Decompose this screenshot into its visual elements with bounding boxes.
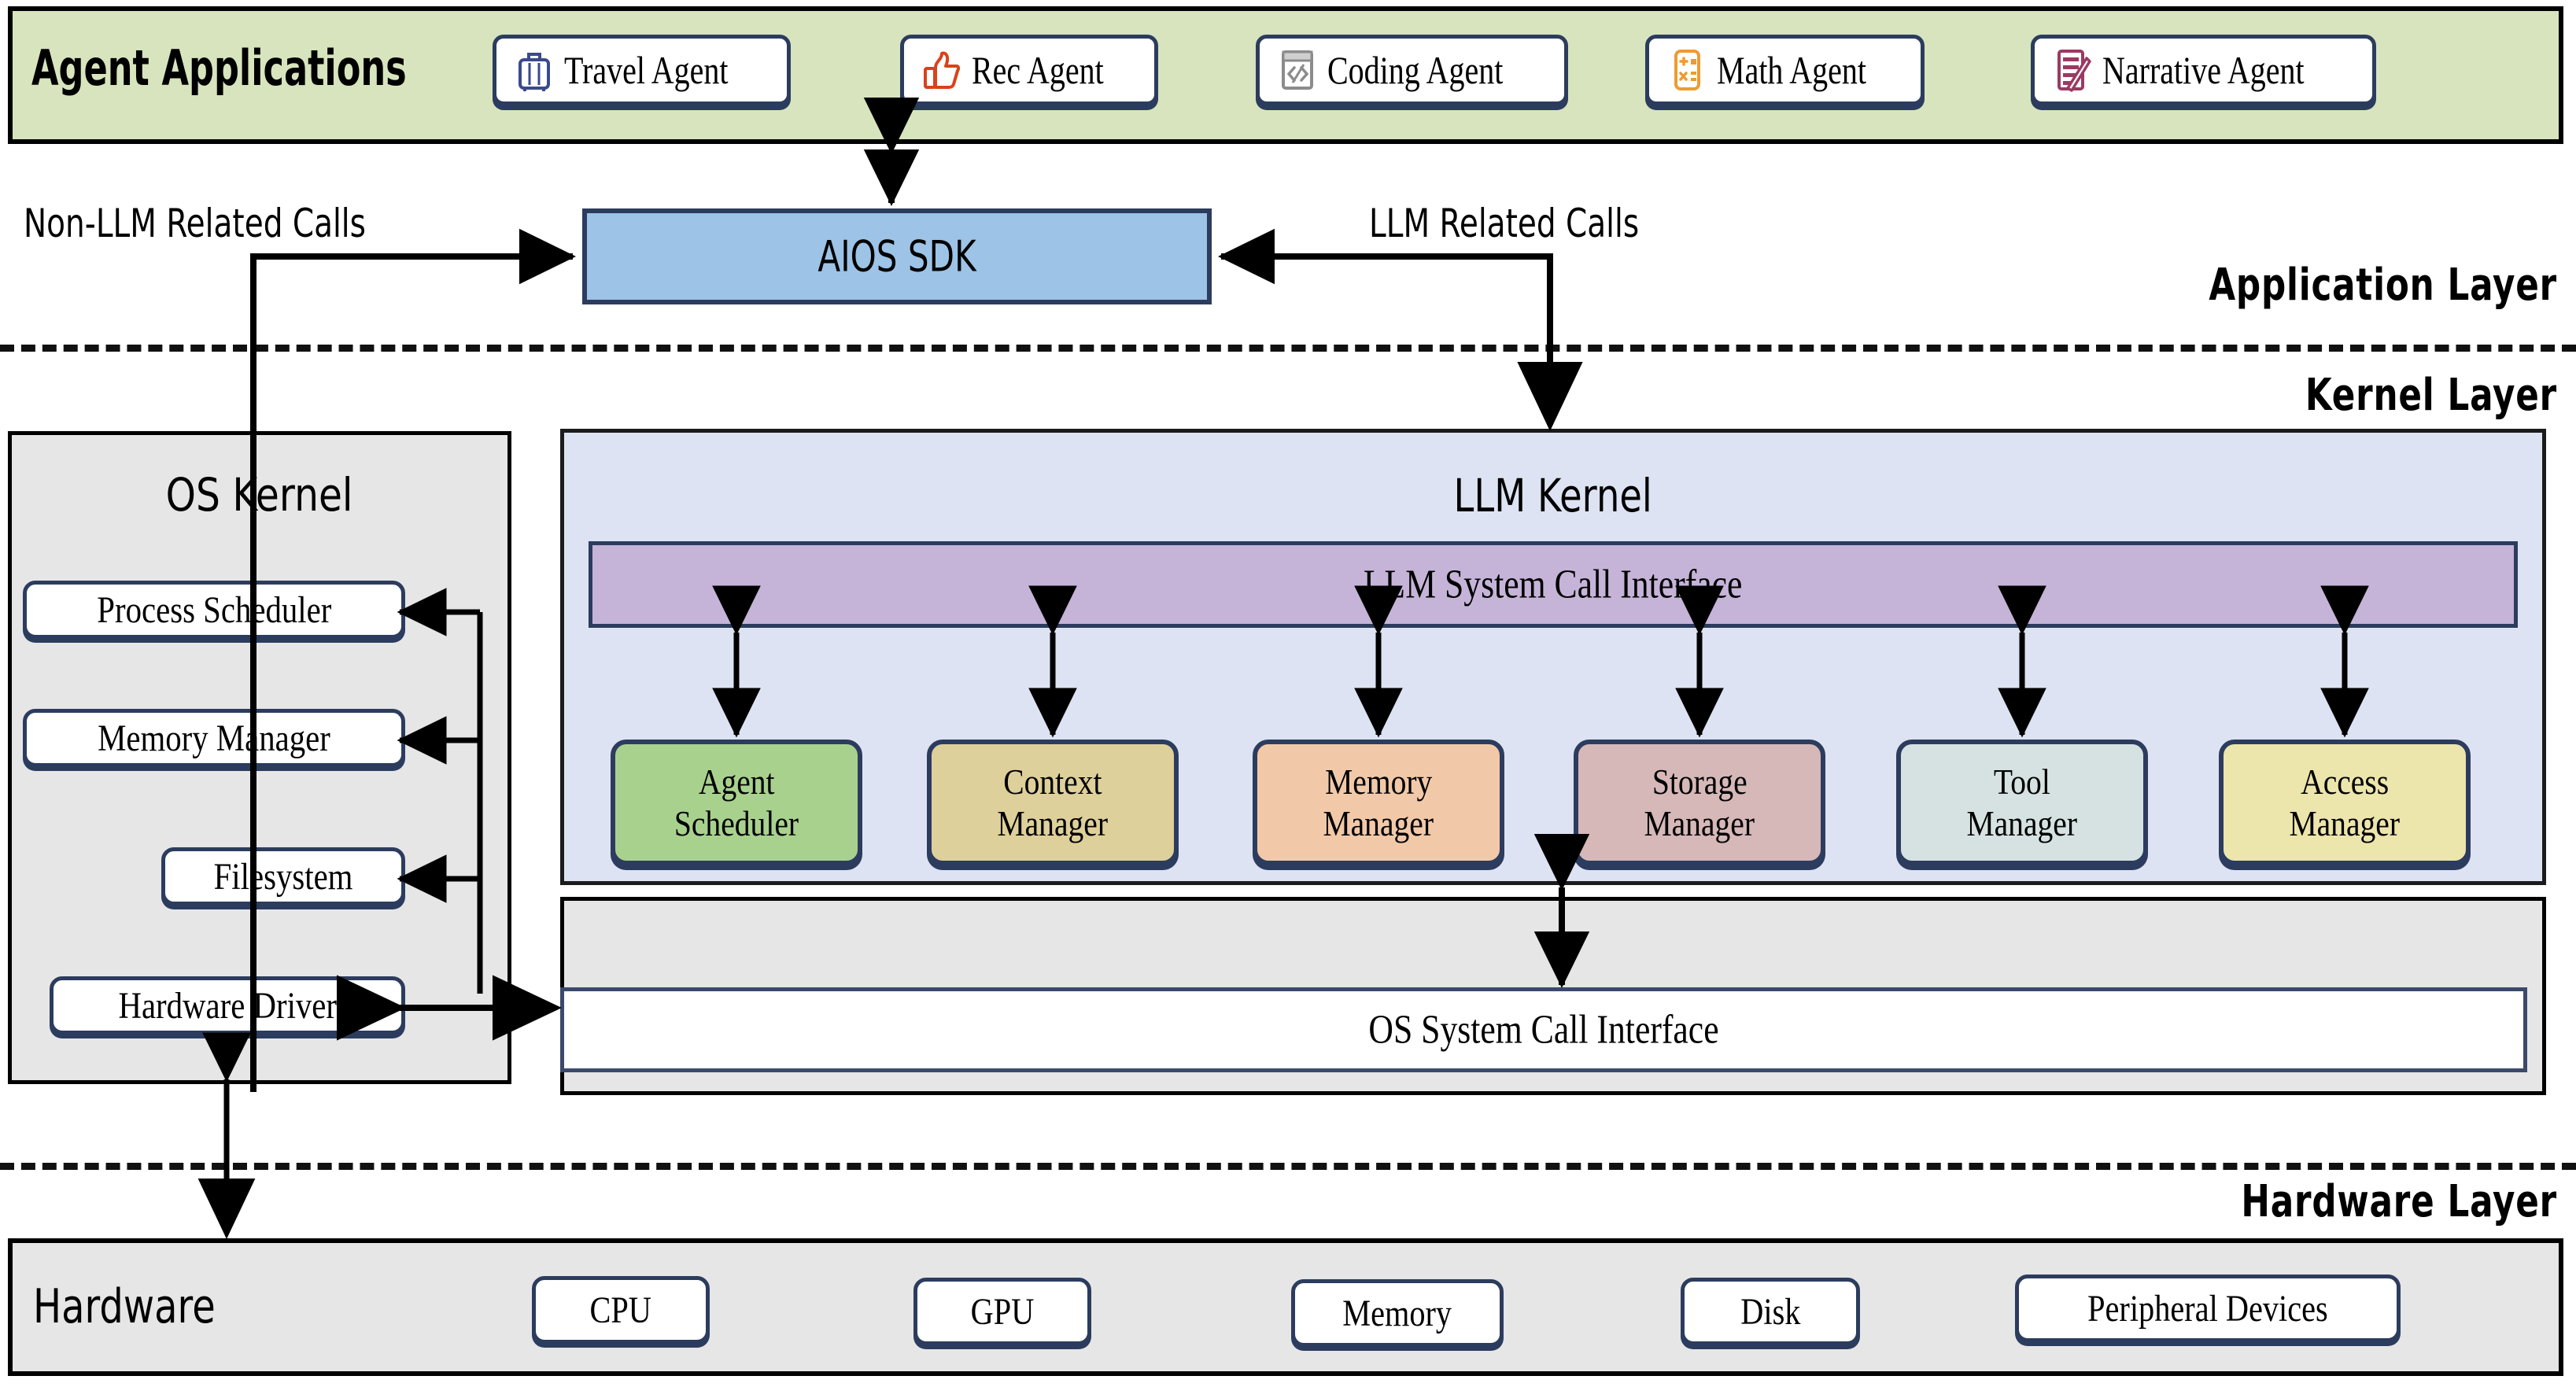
manager-agent-scheduler[interactable]: Agent Scheduler [611,740,862,865]
manager-tool-manager[interactable]: Tool Manager [1896,740,2148,865]
agent-applications-band: Agent Applications Travel Agent [8,6,2563,144]
code-window-icon [1277,47,1318,93]
hardware-layer-label: Hardware Layer [2241,1176,2557,1227]
hardware-band-title: Hardware [33,1279,216,1334]
os-component-hardware-driver[interactable]: Hardware Driver [50,976,405,1035]
aios-sdk-label: AIOS SDK [817,231,976,282]
kernel-layer-label: Kernel Layer [2305,370,2557,421]
hardware-device-disk[interactable]: Disk [1681,1278,1860,1345]
llm-kernel-title: LLM Kernel [1453,469,1653,522]
agent-label: Math Agent [1717,48,1866,92]
llm-system-call-interface-bar[interactable]: LLM System Call Interface [589,541,2518,628]
manager-access-manager[interactable]: Access Manager [2219,740,2471,865]
application-layer-label: Application Layer [2209,260,2557,311]
hardware-device-label: GPU [970,1290,1035,1333]
manager-storage-manager[interactable]: Storage Manager [1574,740,1825,865]
agent-label: Narrative Agent [2102,48,2305,92]
os-component-filesystem[interactable]: Filesystem [161,847,405,906]
os-kernel-title: OS Kernel [166,468,353,522]
os-component-label: Hardware Driver [118,984,337,1027]
manager-label-line2: Manager [1966,803,2078,843]
hardware-device-memory[interactable]: Memory [1291,1279,1504,1347]
agent-card-coding-agent[interactable]: Coding Agent [1256,35,1569,105]
os-component-label: Memory Manager [98,717,330,759]
manager-label-line1: Memory [1324,761,1433,802]
agent-label: Coding Agent [1327,48,1504,92]
non-llm-related-calls-label: Non-LLM Related Calls [24,201,366,246]
hardware-device-label: CPU [589,1289,652,1331]
hardware-device-peripheral-devices[interactable]: Peripheral Devices [2015,1274,2401,1342]
manager-label-line2: Manager [997,803,1109,843]
manager-memory-manager[interactable]: Memory Manager [1253,740,1504,865]
manager-label-line1: Agent [698,761,775,802]
hardware-device-label: Disk [1740,1290,1801,1333]
agent-label: Rec Agent [972,48,1104,92]
notepad-pen-icon [2052,47,2093,93]
agent-card-rec-agent[interactable]: Rec Agent [900,35,1158,105]
agent-card-math-agent[interactable]: Math Agent [1645,35,1925,105]
application-kernel-divider [0,345,2576,352]
agent-label: Travel Agent [564,48,729,92]
thumbs-up-icon [921,47,962,93]
hardware-device-cpu[interactable]: CPU [532,1276,710,1344]
hardware-band: Hardware CPU GPU Memory Disk Peripheral … [8,1238,2563,1376]
manager-label-line1: Access [2300,761,2390,802]
os-component-label: Filesystem [213,855,353,898]
manager-label-line2: Scheduler [674,803,799,843]
calculator-icon [1666,47,1707,93]
hardware-device-label: Memory [1342,1292,1452,1334]
agent-applications-title: Agent Applications [31,39,407,97]
manager-label-line1: Context [1003,761,1102,802]
hardware-device-label: Peripheral Devices [2087,1287,2328,1330]
os-system-call-interface-label: OS System Call Interface [1368,1007,1719,1053]
os-kernel-panel: OS Kernel Process Scheduler Memory Manag… [8,431,511,1084]
llm-related-calls-label: LLM Related Calls [1369,201,1640,246]
agent-card-travel-agent[interactable]: Travel Agent [493,35,791,105]
manager-context-manager[interactable]: Context Manager [927,740,1179,865]
manager-label-line1: Storage [1652,761,1747,802]
manager-label-line2: Manager [1323,803,1434,843]
os-component-label: Process Scheduler [96,588,331,631]
manager-label-line2: Manager [2289,803,2401,843]
os-component-process-scheduler[interactable]: Process Scheduler [23,581,405,639]
os-system-call-interface-box[interactable]: OS System Call Interface [560,987,2527,1072]
os-component-memory-manager[interactable]: Memory Manager [23,709,405,767]
llm-system-call-interface-label: LLM System Call Interface [1364,562,1743,607]
suitcase-icon [514,47,555,93]
manager-label-line1: Tool [1994,761,2050,802]
manager-label-line2: Manager [1644,803,1755,843]
llm-kernel-panel: LLM Kernel [560,429,2546,885]
kernel-hardware-divider [0,1163,2576,1170]
agent-card-narrative-agent[interactable]: Narrative Agent [2031,35,2376,105]
aios-sdk-box[interactable]: AIOS SDK [582,208,1212,304]
hardware-device-gpu[interactable]: GPU [913,1278,1091,1345]
